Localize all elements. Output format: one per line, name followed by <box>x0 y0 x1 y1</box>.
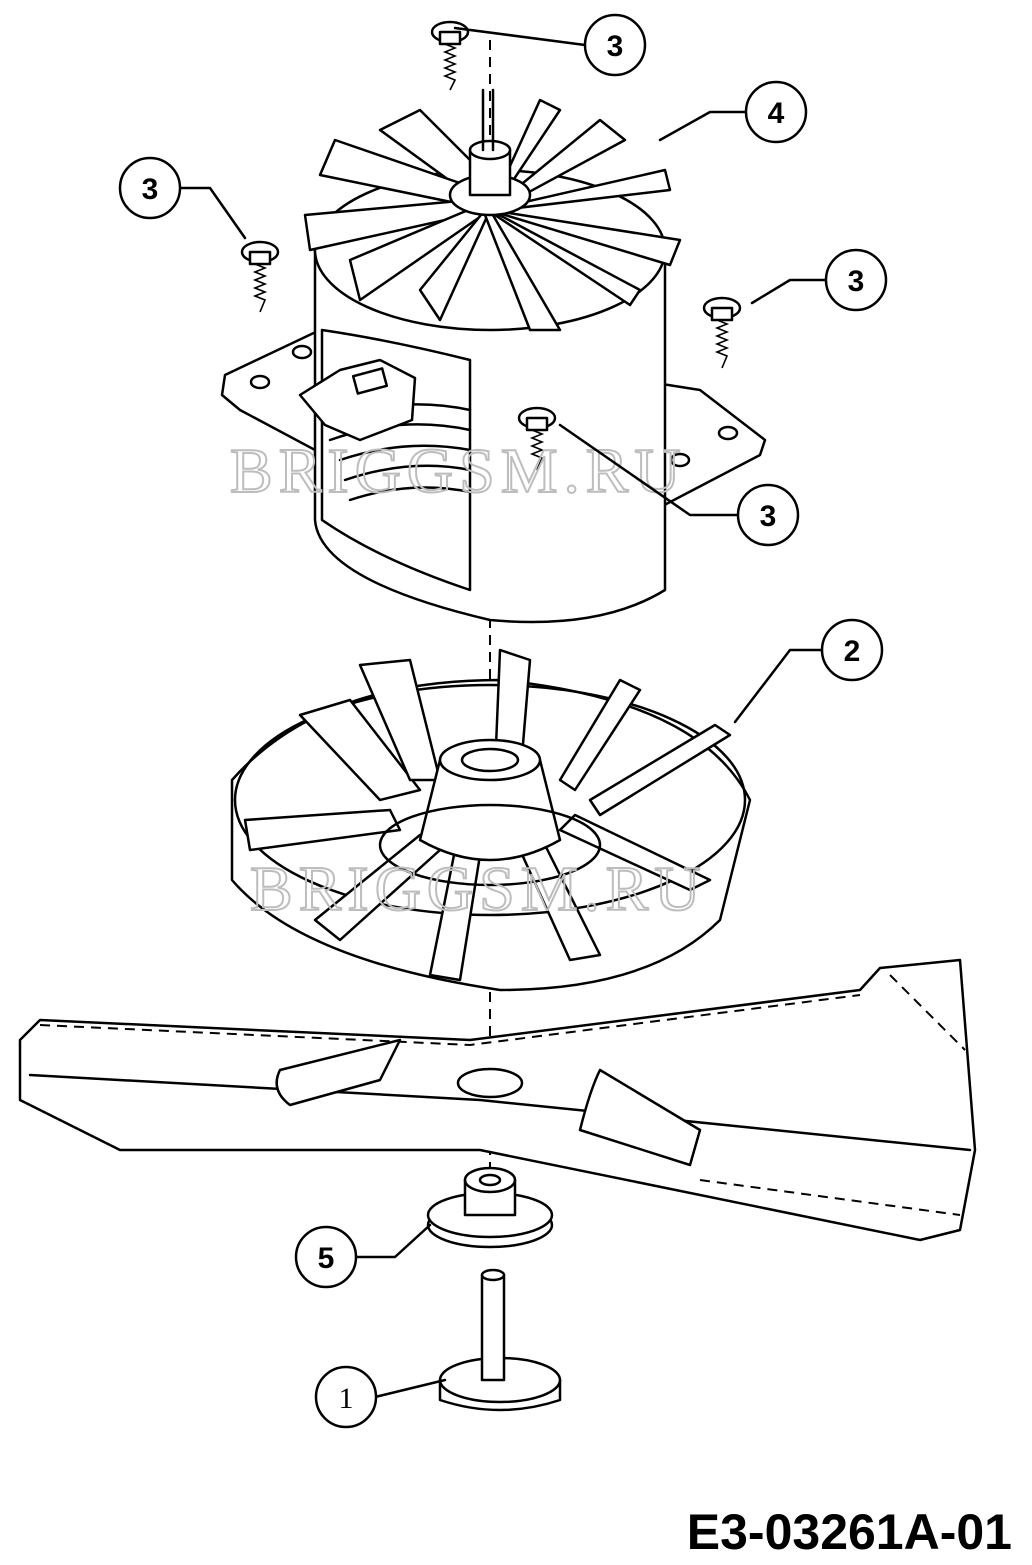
svg-text:3: 3 <box>848 265 865 298</box>
svg-text:3: 3 <box>142 173 159 206</box>
screw-lower <box>517 406 557 471</box>
callout-3-left: 3 <box>118 156 182 220</box>
callout-3-top: 3 <box>583 13 647 77</box>
motor-cooling-fan <box>303 98 682 332</box>
callout-3-lower: 3 <box>736 483 800 547</box>
motor-assembly <box>220 88 767 624</box>
callout-leaders <box>178 26 828 1399</box>
callout-1: 1 <box>314 1365 378 1429</box>
mower-blade <box>18 958 977 1242</box>
washer <box>426 1166 554 1249</box>
diagram-code-label: E3-03261A-01 <box>686 1504 1012 1560</box>
blade-center-hole <box>456 1067 524 1099</box>
svg-text:5: 5 <box>318 1242 335 1275</box>
watermark-lower: BRIGGSM.RU <box>250 853 707 924</box>
svg-text:4: 4 <box>768 97 785 130</box>
callout-5: 5 <box>294 1225 358 1289</box>
watermark-upper: BRIGGSM.RU <box>230 435 687 506</box>
svg-text:3: 3 <box>760 500 777 533</box>
screw-right <box>702 296 742 369</box>
svg-text:1: 1 <box>339 1382 354 1415</box>
callout-2: 2 <box>820 618 884 682</box>
svg-text:3: 3 <box>607 30 624 63</box>
callout-4: 4 <box>744 80 808 144</box>
svg-text:2: 2 <box>844 635 861 668</box>
blade-bolt <box>438 1268 562 1412</box>
callout-3-right: 3 <box>824 248 888 312</box>
blade-adapter-fan <box>230 648 752 992</box>
screw-top <box>430 20 470 91</box>
fan-hub <box>418 758 562 862</box>
screw-left <box>240 240 280 313</box>
